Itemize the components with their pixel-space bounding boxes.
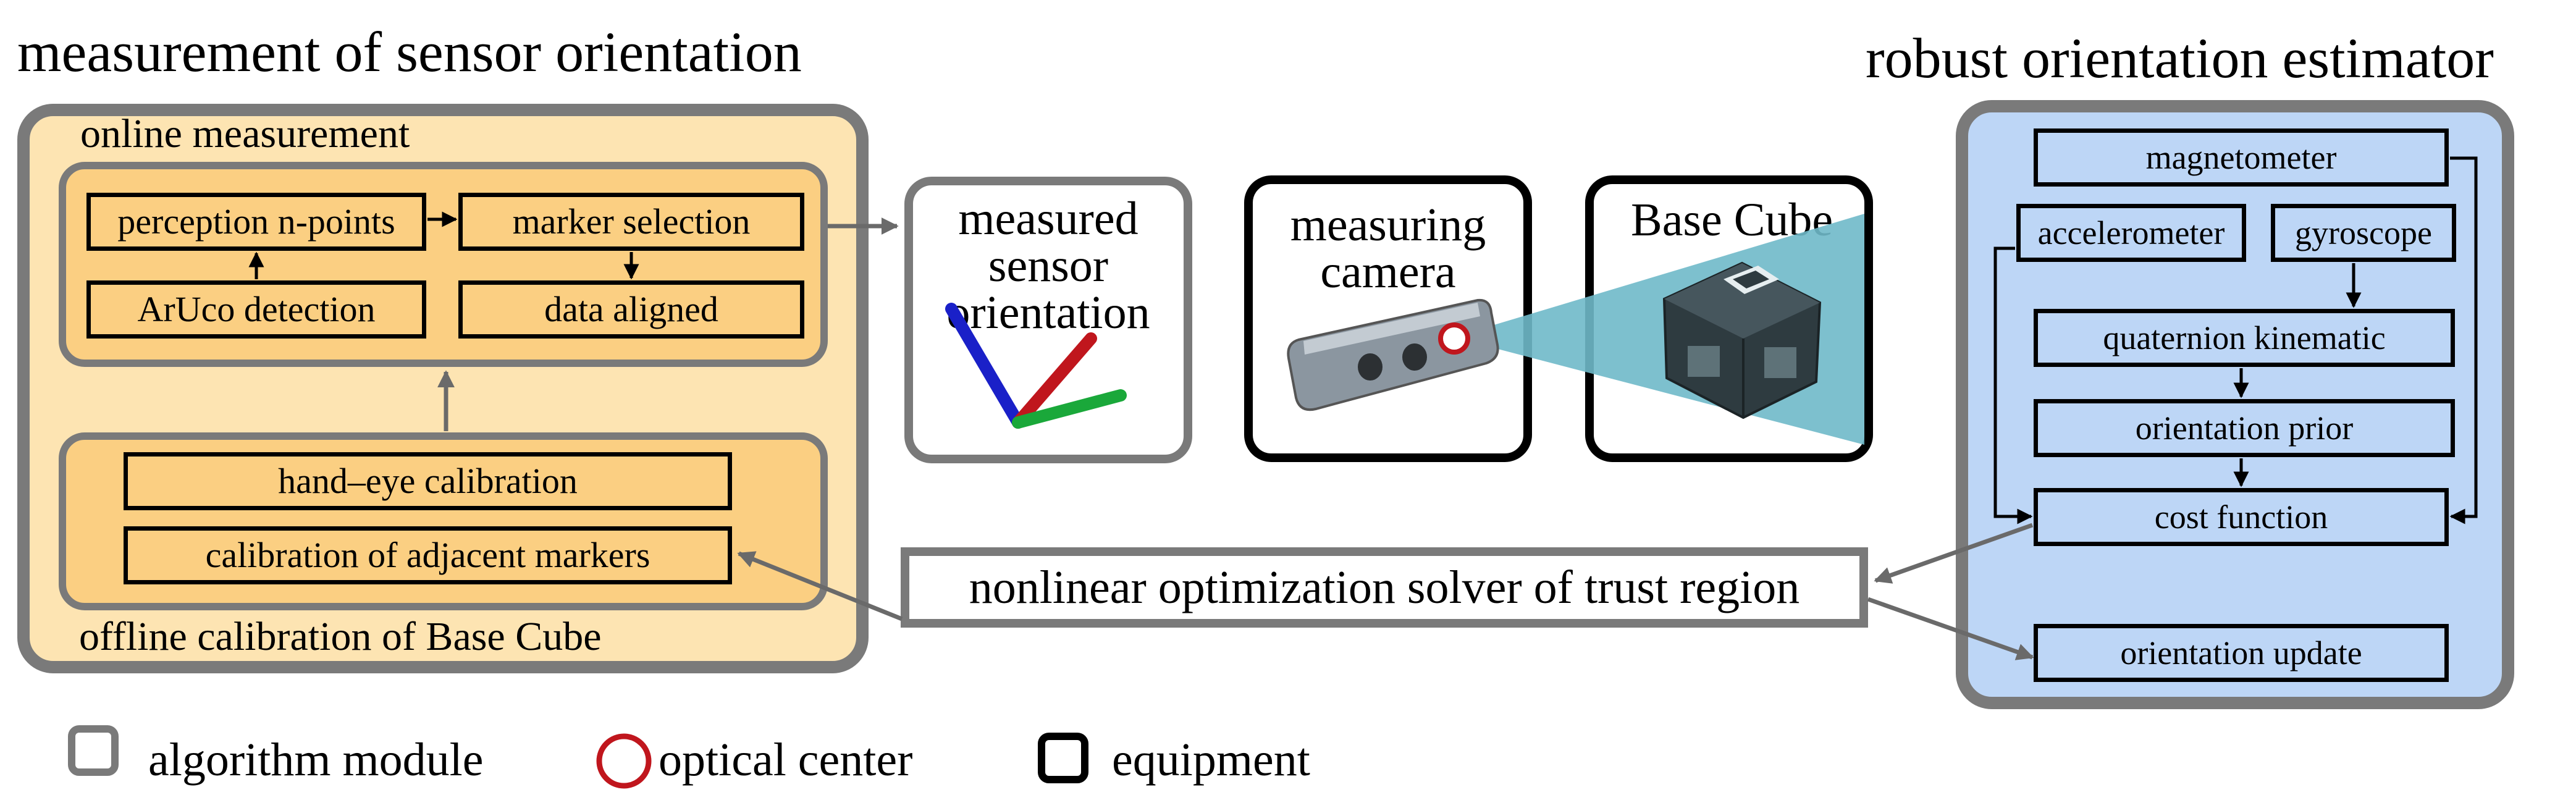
magnetometer-box: magnetometer — [2034, 128, 2449, 187]
legend-optical-center-icon — [596, 733, 652, 789]
legend-algorithm-icon — [68, 725, 119, 776]
title-left: measurement of sensor orientation — [17, 20, 802, 83]
camera-device — [1287, 298, 1499, 411]
solver-box: nonlinear optimization solver of trust r… — [901, 547, 1868, 628]
title-right: robust orientation estimator — [1866, 27, 2494, 90]
estimator-panel — [1956, 100, 2514, 709]
measured-line-2: sensor — [988, 240, 1109, 292]
axis-z — [945, 303, 1024, 429]
camera-line-1: measuring — [1290, 199, 1486, 251]
arrow-solver-to-calibration — [737, 551, 903, 621]
orientation-update-box: orientation update — [2034, 624, 2449, 682]
cost-function-box: cost function — [2034, 488, 2449, 546]
adjacent-markers-calibration-box: calibration of adjacent markers — [124, 526, 732, 584]
axis-y — [1012, 332, 1097, 429]
hand-eye-calibration-box: hand–eye calibration — [124, 452, 732, 510]
arrow-magnetometer-to-cost — [2449, 156, 2478, 524]
camera-line-2: camera — [1320, 246, 1456, 298]
solver-label: nonlinear optimization solver of trust r… — [969, 561, 1800, 613]
axis-x — [1012, 389, 1127, 429]
aruco-detection-box: ArUco detection — [86, 280, 426, 339]
online-measurement-label: online measurement — [80, 111, 410, 156]
accelerometer-box: accelerometer — [2016, 204, 2246, 262]
orientation-prior-box: orientation prior — [2034, 399, 2455, 457]
legend-optical-label: optical center — [659, 734, 913, 786]
measured-line-3: orientation — [946, 287, 1150, 339]
base-cube-device — [1662, 261, 1822, 419]
legend-equipment-icon — [1038, 733, 1088, 783]
legend-equipment-label: equipment — [1112, 734, 1310, 786]
marker-selection-box: marker selection — [458, 193, 804, 251]
quaternion-kinematic-box: quaternion kinematic — [2034, 309, 2455, 367]
data-aligned-box: data aligned — [458, 280, 804, 339]
gyroscope-box: gyroscope — [2271, 204, 2456, 262]
arrow-accelerometer-to-cost — [1993, 246, 2033, 524]
orientation-axes — [945, 303, 1127, 429]
optical-center-icon — [1438, 322, 1470, 355]
measured-line-1: measured — [958, 193, 1139, 245]
legend-algorithm-label: algorithm module — [148, 734, 484, 786]
arrow-cost-to-solver — [1874, 523, 2034, 584]
perception-n-points-box: perception n-points — [86, 193, 426, 251]
offline-calibration-label: offline calibration of Base Cube — [79, 614, 602, 659]
arrow-solver-to-update — [1867, 597, 2034, 660]
